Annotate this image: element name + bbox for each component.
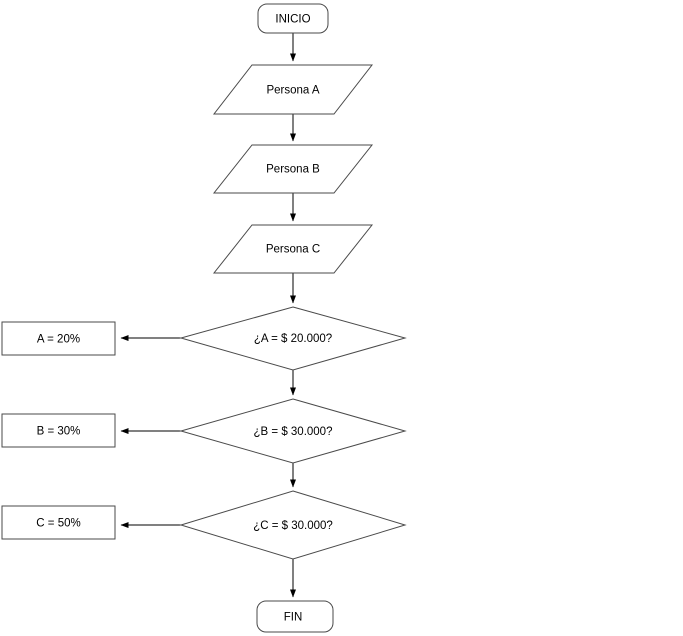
start-terminator-shape [257, 3, 329, 34]
node-start: INICIO [257, 3, 329, 34]
decision-b-label: ¿B = $ 30.000? [254, 426, 333, 438]
node-end: FIN [256, 600, 334, 633]
persona-b-label: Persona B [266, 164, 320, 176]
node-decision-a: ¿A = $ 20.000? [179, 306, 407, 371]
result-a-label: A = 20% [37, 334, 80, 346]
node-result-b: B = 30% [1, 413, 116, 448]
result-a-rectangle-shape [1, 321, 116, 356]
decision-b-diamond-shape [179, 398, 407, 464]
persona-a-parallelogram-shape [212, 64, 374, 115]
node-decision-c: ¿C = $ 30.000? [179, 490, 407, 560]
persona-b-parallelogram-shape [212, 144, 374, 194]
result-c-rectangle-shape [1, 505, 116, 540]
start-label: INICIO [275, 14, 310, 26]
node-decision-b: ¿B = $ 30.000? [179, 398, 407, 464]
end-terminator-shape [256, 600, 334, 633]
node-input-persona-b: Persona B [212, 144, 374, 194]
node-result-c: C = 50% [1, 505, 116, 540]
node-input-persona-c: Persona C [212, 224, 374, 274]
persona-a-label: Persona A [266, 85, 319, 97]
persona-c-label: Persona C [266, 244, 320, 256]
decision-a-label: ¿A = $ 20.000? [254, 333, 332, 345]
node-result-a: A = 20% [1, 321, 116, 356]
result-c-label: C = 50% [36, 518, 80, 530]
result-b-rectangle-shape [1, 413, 116, 448]
decision-c-label: ¿C = $ 30.000? [253, 520, 333, 532]
end-label: FIN [284, 612, 303, 624]
result-b-label: B = 30% [37, 426, 81, 438]
decision-a-diamond-shape [179, 306, 407, 371]
node-input-persona-a: Persona A [212, 64, 374, 115]
decision-c-diamond-shape [179, 490, 407, 560]
persona-c-parallelogram-shape [212, 224, 374, 274]
